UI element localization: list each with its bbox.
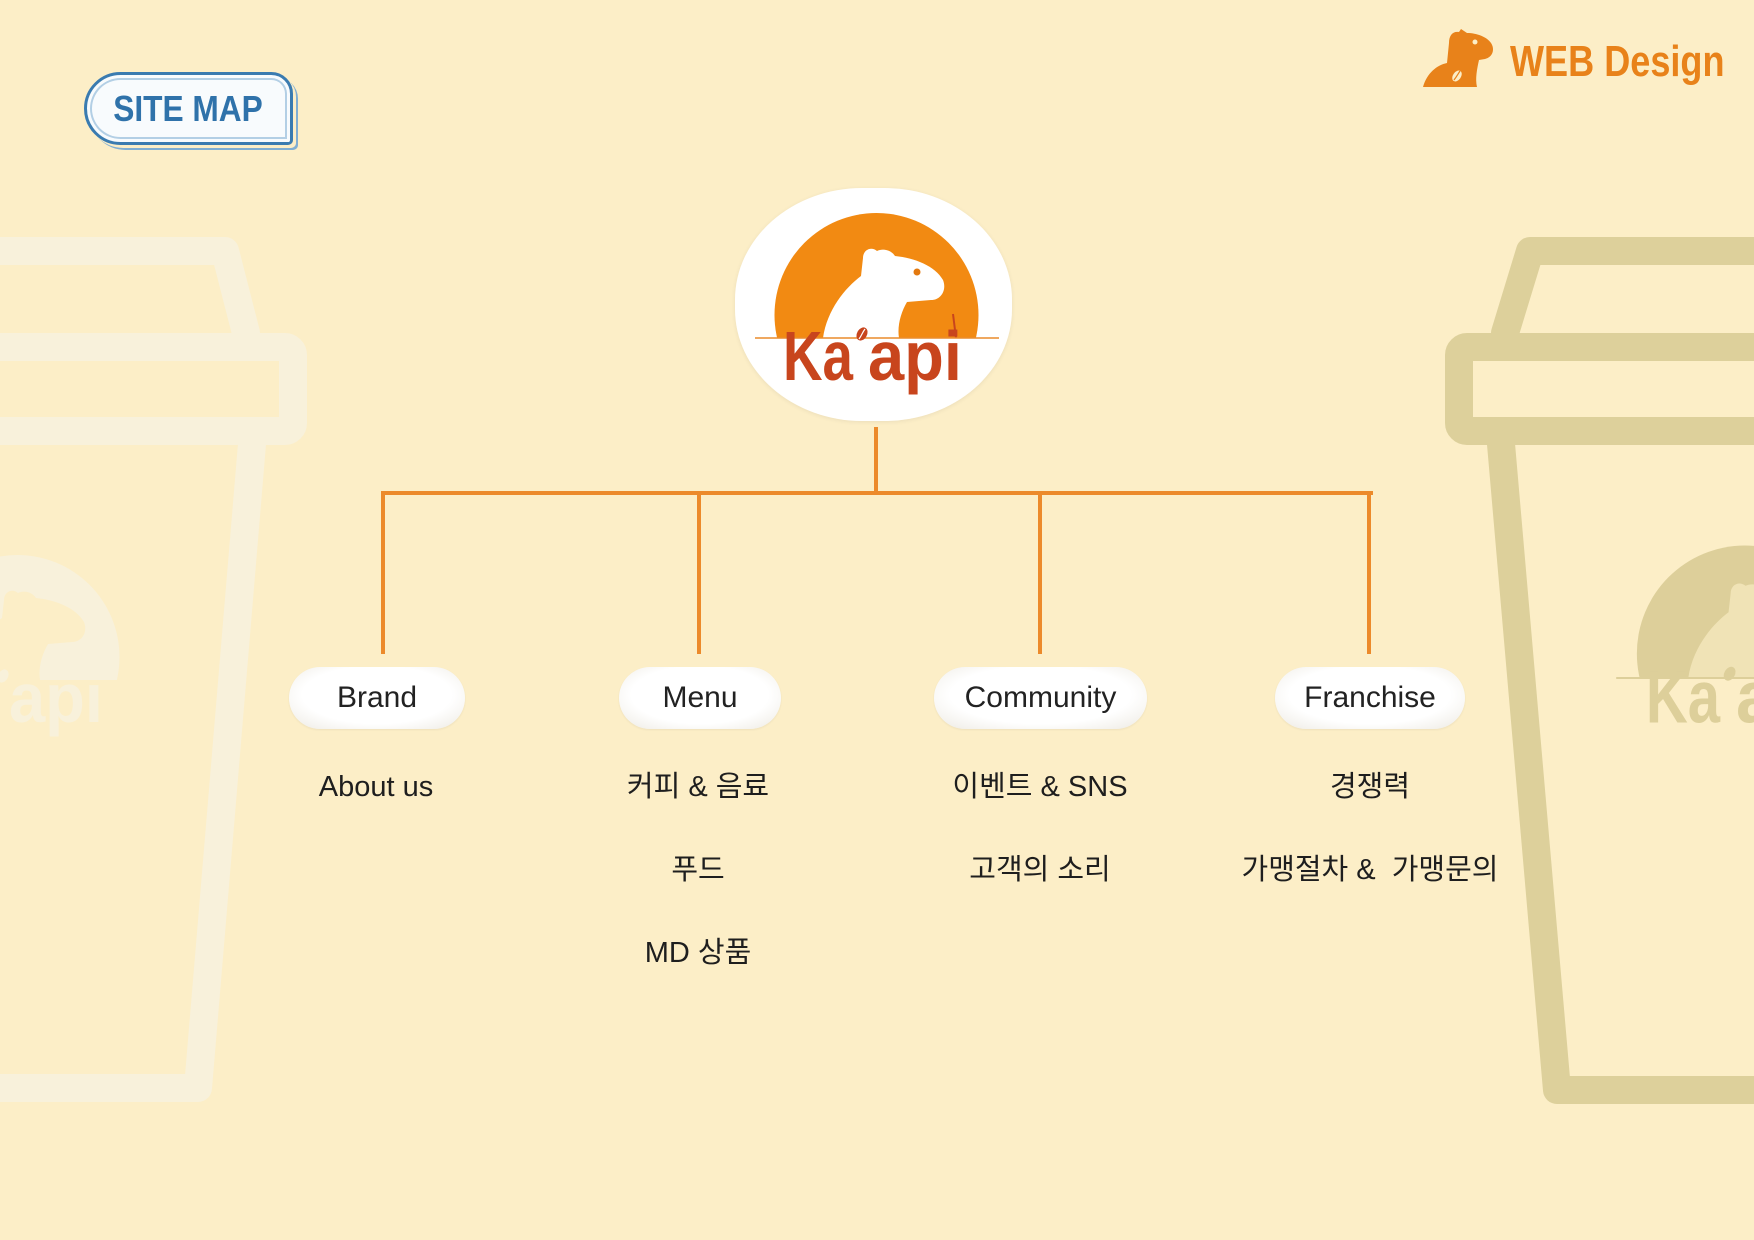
franchise-subpages: 경쟁력 가맹절차 & 가맹문의 bbox=[1210, 0, 1530, 1000]
site-map-title: SITE MAP bbox=[113, 87, 264, 129]
logo-word-left: Ka bbox=[783, 317, 854, 395]
subpage-item: 가맹절차 & 가맹문의 bbox=[1241, 854, 1499, 886]
coffee-bean-icon bbox=[856, 327, 868, 341]
section-label: Community bbox=[964, 681, 1117, 714]
left-cup-body bbox=[0, 430, 266, 1102]
coffee-bean-icon bbox=[0, 669, 9, 683]
section-node-menu: Menu bbox=[619, 667, 781, 729]
subpage-item: 고객의 소리 bbox=[969, 854, 1111, 886]
subpage-item: MD 상품 bbox=[644, 937, 752, 969]
right-cup-logo-watermark: Ka api bbox=[1616, 545, 1754, 739]
connector-brand bbox=[381, 491, 385, 654]
left-cup-logo-watermark: Ka api bbox=[0, 555, 120, 737]
watermark-word-left: Ka bbox=[1646, 656, 1721, 739]
logo-stick bbox=[952, 313, 957, 339]
capybara-icon bbox=[1688, 583, 1754, 678]
menu-subpages: 커피 & 음료 푸드 MD 상품 bbox=[538, 0, 858, 1000]
brand-subpages: About us bbox=[216, 0, 536, 1000]
capybara-icon bbox=[1423, 29, 1493, 87]
section-label: Menu bbox=[662, 681, 738, 714]
connector-root bbox=[874, 427, 878, 495]
watermark-word-right: api bbox=[9, 659, 103, 737]
subpage-item: 푸드 bbox=[671, 854, 725, 886]
site-map-badge: SITE MAP bbox=[84, 72, 293, 145]
subpage-item: 이벤트 & SNS bbox=[952, 771, 1128, 803]
subpage-item: 커피 & 음료 bbox=[626, 771, 770, 803]
left-cup-rim bbox=[0, 333, 307, 445]
connector-franchise bbox=[1367, 491, 1371, 654]
left-cup-lid bbox=[0, 237, 260, 347]
logo-word-right: api bbox=[868, 317, 962, 395]
section-node-franchise: Franchise bbox=[1275, 667, 1465, 729]
subpage-item: About us bbox=[318, 771, 434, 803]
left-cup-outline bbox=[0, 237, 307, 1102]
right-cup-lid bbox=[1491, 237, 1754, 347]
connector-horizontal bbox=[381, 491, 1373, 495]
community-subpages: 이벤트 & SNS 고객의 소리 bbox=[880, 0, 1200, 1000]
coffee-bean-icon bbox=[1723, 666, 1736, 681]
web-design-label: WEB Design bbox=[1510, 37, 1725, 86]
watermark-word-right: api bbox=[1736, 656, 1754, 739]
capybara-logo-icon: Ka api bbox=[755, 213, 999, 395]
section-label: Brand bbox=[336, 681, 418, 714]
section-label: Franchise bbox=[1304, 681, 1436, 714]
right-cup-rim bbox=[1445, 333, 1754, 445]
capybara-icon bbox=[0, 590, 86, 680]
connector-menu bbox=[697, 491, 701, 654]
connector-community bbox=[1038, 491, 1042, 654]
right-cup-outline bbox=[1445, 237, 1754, 1104]
root-logo-node: Ka api bbox=[735, 188, 1012, 421]
right-cup-body bbox=[1487, 430, 1754, 1104]
logo-capybara-eye bbox=[913, 268, 921, 276]
section-node-brand: Brand bbox=[289, 667, 465, 729]
section-node-community: Community bbox=[934, 667, 1147, 729]
subpage-item: 경쟁력 bbox=[1329, 771, 1411, 803]
